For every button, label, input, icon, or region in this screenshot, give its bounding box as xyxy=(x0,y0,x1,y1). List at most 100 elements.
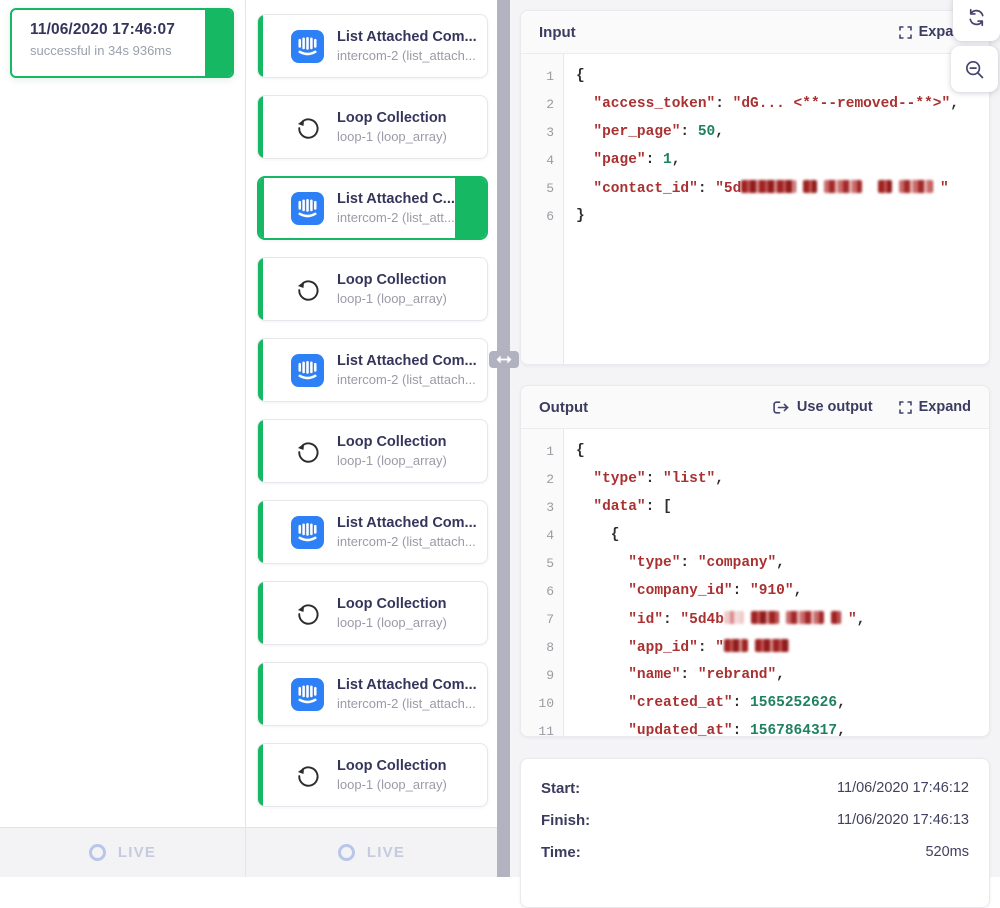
step-card-loop[interactable]: Loop Collectionloop-1 (loop_array) xyxy=(257,581,488,645)
step-card-intercom[interactable]: List Attached Com... intercom-2 (list_att… xyxy=(257,14,488,78)
input-panel-title: Input xyxy=(539,24,576,41)
code-punct: { xyxy=(576,68,585,84)
line-number: 3 xyxy=(521,125,563,140)
output-expand-button[interactable]: Expand xyxy=(899,399,971,415)
step-subtitle: loop-1 (loop_array) xyxy=(337,291,447,306)
code-punct xyxy=(869,181,878,197)
code-string: " xyxy=(848,612,857,628)
code-punct: , xyxy=(837,695,846,711)
expand-icon xyxy=(899,401,912,414)
step-card-loop[interactable]: Loop Collectionloop-1 (loop_array) xyxy=(257,743,488,807)
code-punct: , xyxy=(715,124,724,140)
panel-resize-divider[interactable] xyxy=(497,0,510,877)
code-string: "list" xyxy=(663,471,715,487)
code-punct: : xyxy=(680,667,697,683)
redacted-value xyxy=(803,180,817,193)
step-subtitle: loop-1 (loop_array) xyxy=(337,777,447,792)
code-text: "updated_at": 1567864317, xyxy=(563,723,846,736)
code-punct: , xyxy=(837,723,846,736)
code-punct: : xyxy=(646,471,663,487)
code-line: 3 "data": [ xyxy=(521,493,989,521)
line-number: 5 xyxy=(521,556,563,571)
redacted-value xyxy=(755,639,789,652)
step-subtitle: intercom-2 (list_attach... xyxy=(337,534,477,549)
code-text: "data": [ xyxy=(563,499,672,515)
code-line: 7 "id": "5d4b", xyxy=(521,605,989,633)
intercom-icon xyxy=(291,354,324,387)
step-card-intercom[interactable]: List Attached Com...intercom-2 (list_att… xyxy=(257,662,488,726)
code-punct: { xyxy=(576,527,620,543)
code-line: 5 "contact_id": "5d " xyxy=(521,174,989,202)
code-string: "app_id" xyxy=(576,640,698,656)
code-text: "created_at": 1565252626, xyxy=(563,695,846,711)
line-number: 11 xyxy=(521,724,563,737)
code-line: 2 "type": "list", xyxy=(521,465,989,493)
step-card-intercom-selected[interactable]: List Attached C...intercom-2 (list_att..… xyxy=(257,176,488,240)
output-panel-title: Output xyxy=(539,399,588,416)
code-line: 1{ xyxy=(521,62,989,90)
step-text: Loop Collectionloop-1 (loop_array) xyxy=(337,758,447,792)
resize-handle[interactable] xyxy=(489,351,519,368)
code-line: 1{ xyxy=(521,437,989,465)
redacted-value xyxy=(824,180,862,193)
code-punct: , xyxy=(776,667,785,683)
line-number: 1 xyxy=(521,444,563,459)
line-number: 5 xyxy=(521,181,563,196)
output-expand-label: Expand xyxy=(919,399,971,415)
step-text: Loop Collectionloop-1 (loop_array) xyxy=(337,596,447,630)
code-string: " xyxy=(940,181,949,197)
line-number: 6 xyxy=(521,209,563,224)
line-number: 10 xyxy=(521,696,563,711)
code-string: "company_id" xyxy=(576,583,733,599)
live-ring-icon xyxy=(89,844,106,861)
runs-panel: 11/06/2020 17:46:07 successful in 34s 93… xyxy=(0,0,246,877)
step-card-loop[interactable]: Loop Collectionloop-1 (loop_array) xyxy=(257,95,488,159)
line-number: 6 xyxy=(521,584,563,599)
step-card-intercom[interactable]: List Attached Com... intercom-2 (list_att… xyxy=(257,500,488,564)
step-text: List Attached Com...intercom-2 (list_att… xyxy=(337,353,477,387)
input-panel-header: Input Expand xyxy=(521,11,989,54)
meta-row: Start:11/06/2020 17:46:12 xyxy=(541,772,969,804)
line-number: 4 xyxy=(521,153,563,168)
code-punct: } xyxy=(576,208,585,224)
redacted-value xyxy=(786,611,824,624)
code-line: 10 "created_at": 1565252626, xyxy=(521,689,989,717)
step-title: List Attached Com... xyxy=(337,29,477,45)
execution-meta-panel: Start:11/06/2020 17:46:12Finish: 11/06/20… xyxy=(520,758,990,908)
intercom-icon xyxy=(291,516,324,549)
live-toggle-runs[interactable]: LIVE xyxy=(0,827,245,877)
code-number: 1 xyxy=(663,152,672,168)
refresh-button[interactable] xyxy=(953,0,1000,41)
code-string: "contact_id" xyxy=(576,181,698,197)
line-number: 3 xyxy=(521,500,563,515)
run-card[interactable]: 11/06/2020 17:46:07 successful in 34s 93… xyxy=(10,8,234,78)
step-card-loop[interactable]: Loop Collectionloop-1 (loop_array) xyxy=(257,419,488,483)
code-string: "name" xyxy=(576,667,680,683)
code-line: 6} xyxy=(521,202,989,230)
code-text: "app_id": " xyxy=(563,639,796,656)
output-code-editor[interactable]: 1{2 "type": "list",3 "data": [4 {5 "type… xyxy=(521,429,989,736)
code-text: "access_token": "dG... <**--removed--**>… xyxy=(563,96,959,112)
step-card-loop[interactable]: Loop Collectionloop-1 (loop_array) xyxy=(257,257,488,321)
steps-list: List Attached Com... intercom-2 (list_att… xyxy=(246,0,497,828)
step-subtitle: loop-1 (loop_array) xyxy=(337,129,447,144)
step-subtitle: intercom-2 (list_attach... xyxy=(337,48,477,63)
use-output-button[interactable]: Use output xyxy=(773,399,873,415)
code-line: 11 "updated_at": 1567864317, xyxy=(521,717,989,736)
loop-icon xyxy=(291,111,324,144)
input-code-editor[interactable]: 1{2 "access_token": "dG... <**--removed-… xyxy=(521,54,989,364)
code-string: "type" xyxy=(576,471,646,487)
code-line: 2 "access_token": "dG... <**--removed--*… xyxy=(521,90,989,118)
step-title: Loop Collection xyxy=(337,434,447,450)
magnifier-minus-icon xyxy=(964,59,985,80)
live-toggle-steps[interactable]: LIVE xyxy=(246,827,497,877)
step-card-intercom[interactable]: List Attached Com...intercom-2 (list_att… xyxy=(257,338,488,402)
meta-label: Time: xyxy=(541,844,581,861)
step-title: List Attached Com... xyxy=(337,515,477,531)
intercom-icon xyxy=(291,678,324,711)
meta-value: 11/06/2020 17:46:13 xyxy=(837,812,969,828)
meta-label: Finish: xyxy=(541,812,590,829)
code-text: { xyxy=(563,68,585,84)
code-string: "id" xyxy=(576,612,663,628)
zoom-out-button[interactable] xyxy=(951,46,998,92)
